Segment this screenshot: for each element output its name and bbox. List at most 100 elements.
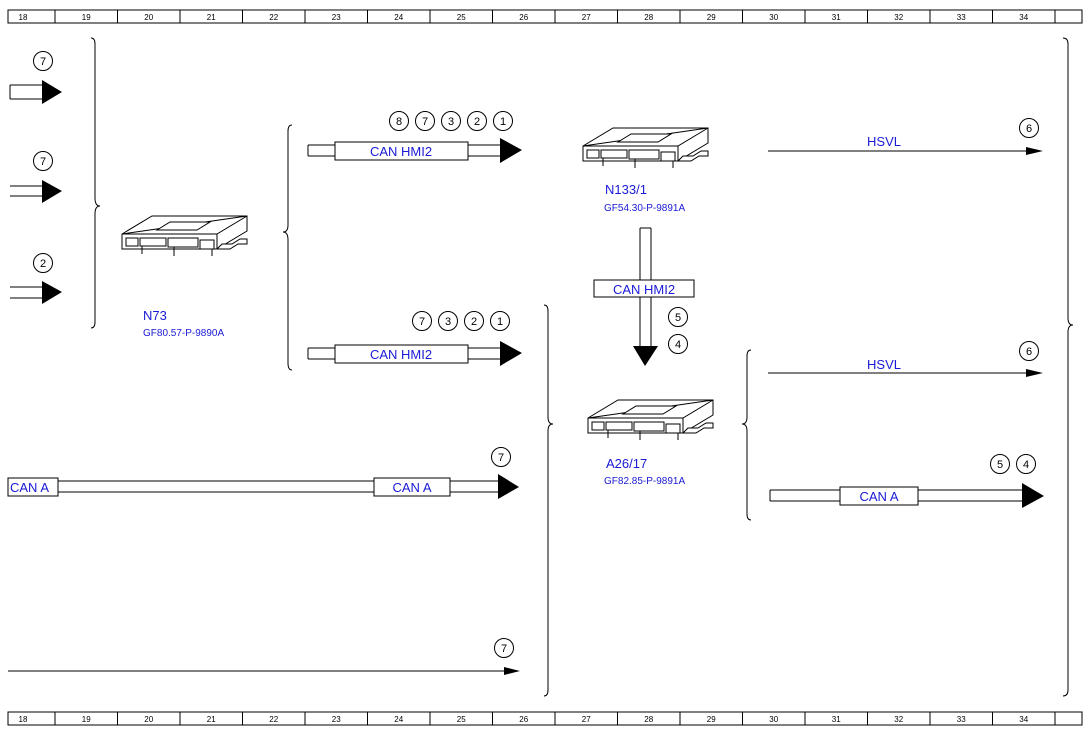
- marker-circle: [1016, 454, 1036, 474]
- ruler-number: 26: [519, 715, 528, 724]
- ruler-number: 23: [332, 715, 341, 724]
- marker-circle: [33, 253, 53, 273]
- a26-label: A26/17: [606, 456, 647, 471]
- marker-number: 6: [1026, 123, 1032, 135]
- ruler-number: 33: [957, 715, 966, 724]
- ruler-number: 27: [582, 13, 591, 22]
- n73-label: N73: [143, 308, 167, 323]
- marker-number: 4: [675, 339, 681, 351]
- marker-circle: [33, 151, 53, 171]
- can-a-left-label: CAN A: [392, 480, 431, 495]
- ruler-number: 20: [144, 13, 153, 22]
- ruler-number: 34: [1019, 13, 1028, 22]
- marker-circle: [389, 111, 409, 131]
- hmi2-group-bracket: [282, 124, 293, 371]
- marker-circle: [464, 311, 484, 331]
- marker-number: 7: [419, 316, 425, 328]
- marker-number: 4: [1023, 459, 1029, 471]
- n133-ecu-icon: [582, 127, 709, 169]
- a26-ref: GF82.85-P-9891A: [604, 476, 685, 487]
- far-right-bracket: [1062, 37, 1074, 697]
- ruler-number: 24: [394, 13, 403, 22]
- marker-number: 7: [40, 56, 46, 68]
- ruler-number: 29: [707, 715, 716, 724]
- ruler-number: 19: [82, 715, 91, 724]
- marker-circle: [668, 334, 688, 354]
- ruler-number: 31: [832, 715, 841, 724]
- ruler-number: 18: [19, 13, 28, 22]
- can-a-right-arrow: [769, 483, 1044, 508]
- ruler-number: 34: [1019, 715, 1028, 724]
- marker-number: 5: [675, 312, 681, 324]
- ruler-number: 32: [894, 715, 903, 724]
- a26-ecu-icon: [587, 399, 714, 441]
- can-hmi2-top-label: CAN HMI2: [370, 144, 432, 159]
- n133-ref: GF54.30-P-9891A: [604, 203, 685, 214]
- left-bracket: [90, 37, 101, 329]
- middle-bracket: [543, 304, 554, 697]
- ruler-number: 29: [707, 13, 716, 22]
- marker-circle: [441, 111, 461, 131]
- can-hmi2-vertical-arrow: [593, 227, 695, 366]
- marker-number: 2: [40, 258, 46, 270]
- marker-number: 2: [474, 116, 480, 128]
- can-hmi2-top-arrow: [307, 138, 522, 163]
- marker-number: 7: [501, 643, 507, 655]
- marker-circle: [490, 311, 510, 331]
- marker-number: 3: [448, 116, 454, 128]
- marker-number: 1: [500, 116, 506, 128]
- marker-number: 7: [498, 452, 504, 464]
- bottom-line-arrow: [8, 667, 520, 675]
- can-hmi2-vertical-label: CAN HMI2: [613, 282, 675, 297]
- left-input-arrow-1: [9, 80, 62, 104]
- marker-circle: [493, 111, 513, 131]
- marker-number: 1: [497, 316, 503, 328]
- hsvl-top-arrow: [768, 147, 1043, 155]
- ruler-number: 24: [394, 715, 403, 724]
- left-input-arrow-2: [10, 180, 62, 203]
- marker-circle: [990, 454, 1010, 474]
- ruler-number: 32: [894, 13, 903, 22]
- marker-number: 8: [396, 116, 402, 128]
- marker-circle: [1019, 118, 1039, 138]
- n73-ecu-icon: [121, 215, 248, 257]
- can-hmi2-mid-label: CAN HMI2: [370, 347, 432, 362]
- ruler-number: 22: [269, 13, 278, 22]
- ruler-number: 21: [207, 13, 216, 22]
- ruler-number: 30: [769, 715, 778, 724]
- marker-number: 7: [40, 156, 46, 168]
- can-a-left-edge-label: CAN A: [10, 480, 49, 495]
- ruler-number: 23: [332, 13, 341, 22]
- marker-circle: [494, 638, 514, 658]
- ruler-number: 20: [144, 715, 153, 724]
- ruler-number: 33: [957, 13, 966, 22]
- hsvl-mid-arrow: [768, 369, 1043, 377]
- can-a-left-arrow: [7, 474, 519, 499]
- marker-circle: [467, 111, 487, 131]
- marker-circle: [1019, 341, 1039, 361]
- ruler-number: 27: [582, 715, 591, 724]
- ruler-number: 31: [832, 13, 841, 22]
- n73-ref: GF80.57-P-9890A: [143, 328, 224, 339]
- ruler-number: 28: [644, 13, 653, 22]
- ruler-number: 25: [457, 13, 466, 22]
- left-input-arrow-3: [10, 281, 62, 304]
- marker-circle: [415, 111, 435, 131]
- marker-circle: [438, 311, 458, 331]
- ruler-number: 30: [769, 13, 778, 22]
- marker-circle: [668, 307, 688, 327]
- ruler-number: 26: [519, 13, 528, 22]
- marker-number: 2: [471, 316, 477, 328]
- ruler-number: 25: [457, 715, 466, 724]
- ruler-number: 18: [19, 715, 28, 724]
- n133-label: N133/1: [605, 182, 647, 197]
- ruler-number: 22: [269, 715, 278, 724]
- marker-circle: [412, 311, 432, 331]
- ruler-number: 28: [644, 715, 653, 724]
- can-a-right-label: CAN A: [859, 489, 898, 504]
- hsvl-top-label: HSVL: [867, 134, 901, 149]
- marker-circle: [33, 51, 53, 71]
